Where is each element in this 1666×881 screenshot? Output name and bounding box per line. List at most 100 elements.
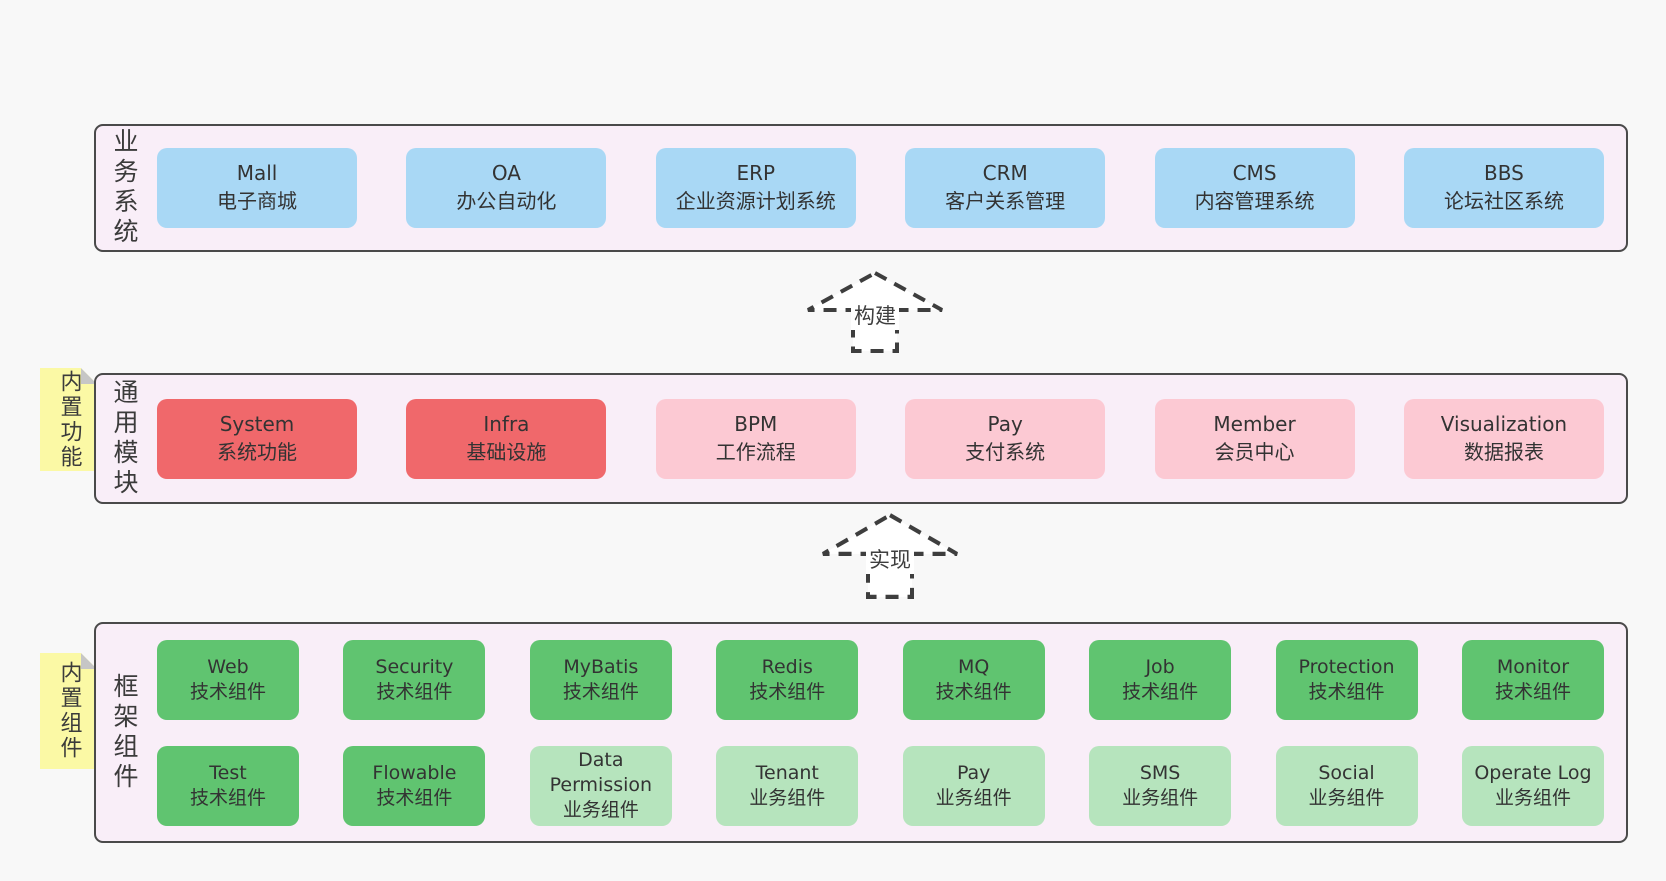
- box-mq: MQ 技术组件: [902, 639, 1045, 720]
- framework-components-row-1: Web 技术组件 Security 技术组件 MyBatis 技术组件 Redi…: [157, 639, 1604, 720]
- box-title: System: [219, 411, 295, 436]
- box-protection: Protection 技术组件: [1275, 639, 1418, 720]
- box-visualization: Visualization 数据报表: [1403, 398, 1604, 479]
- box-title: Security: [375, 655, 454, 678]
- box-web: Web 技术组件: [157, 639, 299, 720]
- box-pay: Pay 支付系统: [905, 398, 1106, 479]
- business-systems-row: Mall 电子商城 OA 办公自动化 ERP 企业资源计划系统 CRM 客户关系…: [149, 148, 1626, 228]
- box-bbs: BBS 论坛社区系统: [1403, 148, 1604, 228]
- box-member: Member 会员中心: [1154, 398, 1355, 479]
- box-subtitle: 技术组件: [1308, 680, 1385, 703]
- box-subtitle: 技术组件: [189, 786, 266, 809]
- box-subtitle: 技术组件: [935, 680, 1012, 703]
- box-subtitle: 业务组件: [749, 786, 826, 809]
- box-title: CMS: [1232, 161, 1277, 186]
- box-mall: Mall 电子商城: [157, 148, 357, 228]
- box-subtitle: 办公自动化: [456, 189, 557, 213]
- box-title: Test: [209, 761, 247, 784]
- box-data-permission: Data Permission 业务组件: [529, 745, 672, 826]
- layer-common-modules: 通用模块 System 系统功能 Infra 基础设施 BPM 工作流程 Pay…: [94, 373, 1628, 504]
- box-erp: ERP 企业资源计划系统: [655, 148, 856, 228]
- box-subtitle: 业务组件: [1122, 786, 1199, 809]
- note-label: 内置组件: [56, 661, 82, 761]
- box-redis: Redis 技术组件: [716, 639, 859, 720]
- box-title: BBS: [1484, 161, 1524, 186]
- box-title: BPM: [734, 411, 778, 436]
- box-subtitle: 技术组件: [189, 680, 266, 703]
- box-subtitle: 系统功能: [217, 439, 297, 464]
- box-mybatis: MyBatis 技术组件: [529, 639, 672, 720]
- box-title: Data Permission: [549, 749, 653, 797]
- box-title: Pay: [956, 761, 991, 784]
- layer-label-business-systems: 业务系统: [110, 128, 139, 248]
- box-title: Operate Log: [1474, 761, 1592, 784]
- sticky-note-builtin-features: 内置功能: [40, 368, 97, 471]
- box-title: Pay: [987, 411, 1023, 436]
- box-title: Tenant: [755, 761, 819, 784]
- box-subtitle: 技术组件: [376, 786, 453, 809]
- layer-label-framework-components: 框架组件: [110, 672, 139, 793]
- box-subtitle: 内容管理系统: [1194, 189, 1315, 213]
- box-title: CRM: [982, 161, 1028, 186]
- box-title: Flowable: [372, 761, 457, 784]
- box-cms: CMS 内容管理系统: [1154, 148, 1355, 228]
- box-title: Visualization: [1440, 411, 1568, 436]
- box-subtitle: 技术组件: [376, 680, 453, 703]
- layer-framework-components: 框架组件 Web 技术组件 Security 技术组件 MyBatis 技术组件…: [94, 622, 1628, 843]
- box-title: Member: [1213, 411, 1296, 436]
- box-title: SMS: [1139, 761, 1181, 784]
- box-subtitle: 业务组件: [562, 798, 639, 821]
- box-operate-log: Operate Log 业务组件: [1461, 745, 1604, 826]
- box-subtitle: 业务组件: [1494, 786, 1571, 809]
- arrow-build-label: 构建: [851, 300, 899, 331]
- box-title: Infra: [483, 411, 530, 436]
- layer-business-systems: 业务系统 Mall 电子商城 OA 办公自动化 ERP 企业资源计划系统 CRM…: [94, 124, 1628, 252]
- box-title: Job: [1145, 655, 1175, 678]
- box-subtitle: 技术组件: [749, 680, 826, 703]
- box-security: Security 技术组件: [343, 639, 486, 720]
- box-title: MyBatis: [563, 655, 639, 678]
- box-subtitle: 支付系统: [965, 439, 1046, 464]
- sticky-note-builtin-components: 内置组件: [40, 653, 97, 769]
- box-crm: CRM 客户关系管理: [905, 148, 1106, 228]
- box-subtitle: 业务组件: [935, 786, 1012, 809]
- box-title: Protection: [1298, 655, 1395, 678]
- box-social: Social 业务组件: [1275, 745, 1418, 826]
- box-title: Social: [1318, 761, 1375, 784]
- box-system: System 系统功能: [157, 398, 357, 479]
- box-subtitle: 工作流程: [715, 439, 796, 464]
- box-subtitle: 会员中心: [1214, 439, 1295, 464]
- box-oa: OA 办公自动化: [406, 148, 607, 228]
- box-subtitle: 论坛社区系统: [1443, 189, 1564, 213]
- box-subtitle: 电子商城: [217, 189, 297, 213]
- box-flowable: Flowable 技术组件: [343, 745, 486, 826]
- box-subtitle: 业务组件: [1308, 786, 1385, 809]
- arrow-implement-label: 实现: [866, 543, 914, 574]
- box-tenant: Tenant 业务组件: [716, 745, 859, 826]
- arrow-up-build: 构建: [805, 270, 945, 354]
- box-title: ERP: [736, 161, 776, 186]
- framework-components-row-2: Test 技术组件 Flowable 技术组件 Data Permission …: [157, 745, 1604, 826]
- box-subtitle: 技术组件: [562, 680, 639, 703]
- layer-label-common-modules: 通用模块: [110, 378, 139, 499]
- common-modules-row: System 系统功能 Infra 基础设施 BPM 工作流程 Pay 支付系统…: [149, 398, 1626, 479]
- box-infra: Infra 基础设施: [406, 398, 607, 479]
- box-title: Redis: [761, 655, 813, 678]
- box-subtitle: 数据报表: [1463, 439, 1544, 464]
- box-subtitle: 技术组件: [1494, 680, 1571, 703]
- box-title: Monitor: [1496, 655, 1570, 678]
- box-title: Web: [207, 655, 249, 678]
- box-title: Mall: [236, 161, 278, 186]
- arrow-up-implement: 实现: [820, 512, 960, 600]
- box-subtitle: 客户关系管理: [945, 189, 1066, 213]
- box-subtitle: 企业资源计划系统: [675, 189, 836, 213]
- box-sms: SMS 业务组件: [1089, 745, 1232, 826]
- box-monitor: Monitor 技术组件: [1461, 639, 1604, 720]
- box-test: Test 技术组件: [157, 745, 299, 826]
- box-bpm: BPM 工作流程: [655, 398, 856, 479]
- box-title: OA: [491, 161, 521, 186]
- box-job: Job 技术组件: [1089, 639, 1232, 720]
- box-subtitle: 基础设施: [466, 439, 547, 464]
- box-pay-business: Pay 业务组件: [902, 745, 1045, 826]
